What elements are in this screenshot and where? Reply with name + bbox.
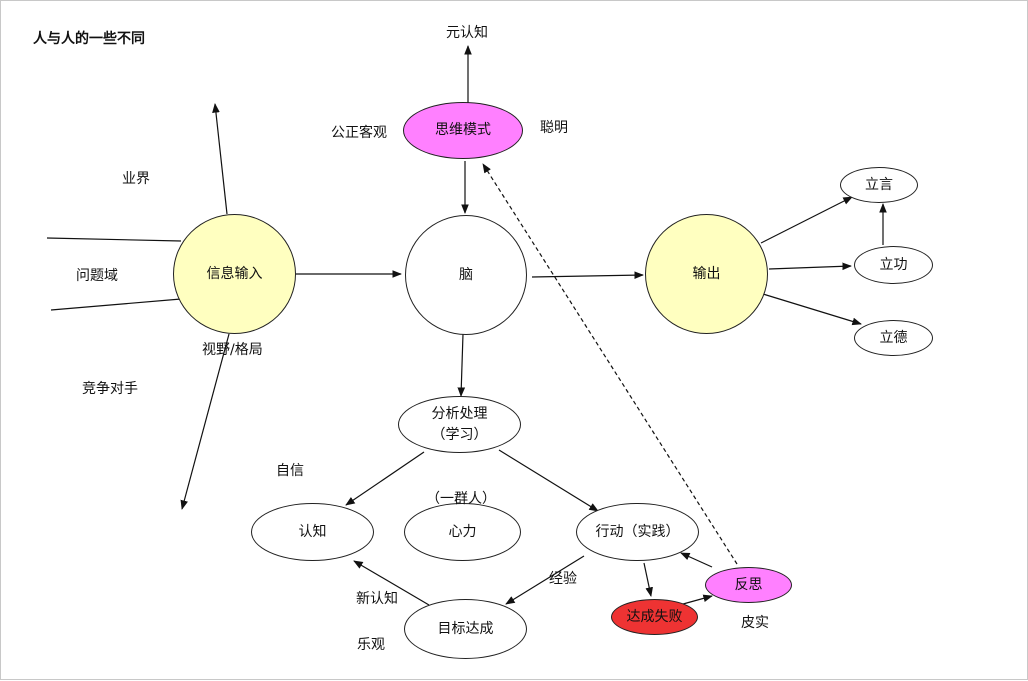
label-experience: 经验 [549, 571, 577, 587]
label-thick-skin: 皮实 [741, 615, 769, 631]
label-industry: 业界 [122, 171, 150, 187]
node-output: 输出 [645, 214, 768, 334]
arrow-action-goal [505, 555, 585, 605]
node-info-input: 信息输入 [173, 214, 296, 334]
node-goal: 目标达成 [404, 599, 527, 659]
arrow-output-lide [762, 293, 862, 326]
node-fail: 达成失败 [611, 599, 698, 635]
label-competitor: 竞争对手 [82, 381, 138, 397]
arrow-reflect-action [680, 552, 713, 568]
arrow-output-liyan [760, 196, 853, 244]
arrow-info-down [180, 333, 230, 510]
node-liyan: 立言 [840, 167, 918, 203]
label-problem-domain: 问题域 [76, 268, 118, 284]
node-cognition: 认知 [251, 503, 374, 561]
arrow-action-fail [643, 562, 653, 597]
node-lide: 立德 [854, 320, 933, 356]
label-vision: 视野/格局 [202, 342, 263, 358]
arrow-brain-analysis [457, 333, 466, 397]
node-analysis-line1: 分析处理 [431, 406, 488, 423]
node-reflect: 反思 [705, 567, 792, 603]
arrow-brain-output [531, 271, 644, 279]
arrow-info-up [212, 103, 228, 215]
label-smart: 聪明 [540, 120, 568, 136]
arrow-reflect-thinking-dashed [482, 163, 738, 565]
node-brain: 脑 [405, 215, 527, 335]
label-optimism: 乐观 [357, 637, 385, 653]
node-ligong: 立功 [854, 246, 933, 284]
line-industry [46, 237, 182, 242]
line-problem [50, 298, 182, 311]
arrow-output-ligong [768, 262, 852, 271]
label-group: （一群人） [426, 491, 496, 507]
node-action: 行动（实践） [576, 503, 699, 561]
node-mind-power: 心力 [404, 503, 521, 561]
label-new-cognition: 新认知 [356, 591, 398, 607]
arrow-analysis-cognition [345, 451, 425, 506]
label-confidence: 自信 [276, 463, 304, 479]
node-analysis: 分析处理 （学习） [398, 396, 521, 453]
node-analysis-line2: （学习） [431, 426, 488, 443]
label-meta-cognition: 元认知 [446, 25, 488, 41]
label-fair: 公正客观 [331, 125, 387, 141]
node-thinking-mode: 思维模式 [403, 102, 523, 159]
diagram-title: 人与人的一些不同 [33, 31, 145, 47]
arrow-goal-cognition [353, 560, 430, 606]
arrow-analysis-action [498, 449, 599, 512]
